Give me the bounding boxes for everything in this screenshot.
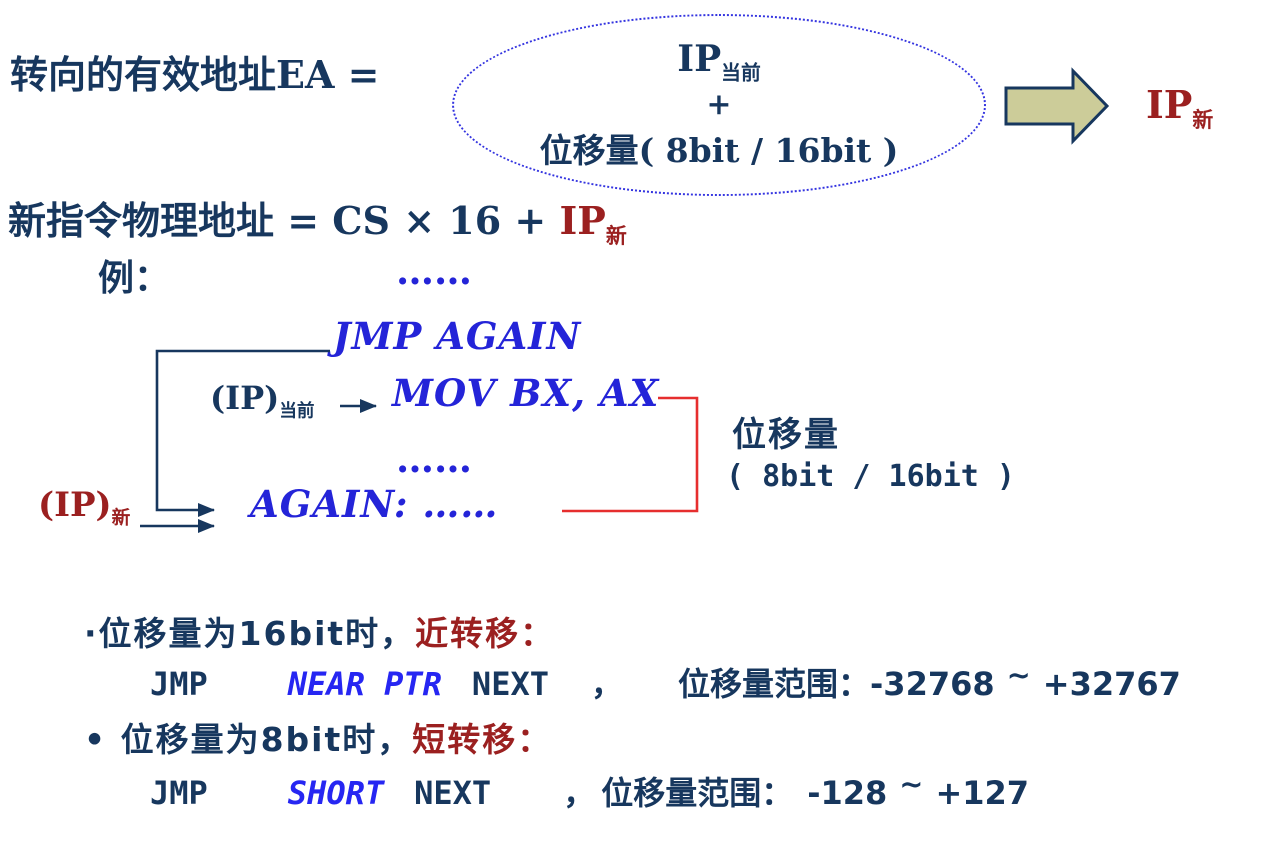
short-mnemonic: JMP bbox=[150, 774, 208, 812]
near-range-to: +32767 bbox=[1042, 665, 1181, 703]
plus-sign: + bbox=[706, 87, 732, 123]
short-operand: NEXT bbox=[414, 774, 492, 812]
ea-formula-label: 转向的有效地址EA = bbox=[10, 52, 380, 97]
note-near-heading: ·位移量为16bit时，近转移： bbox=[84, 614, 556, 653]
note-near-code-line: JMP NEAR PTR NEXT ， 位移量范围：-32768 ~ +32767 bbox=[150, 659, 1181, 703]
ip-new-label: (IP)新 bbox=[38, 485, 131, 529]
near-comma: ， bbox=[590, 665, 623, 703]
ip-new-term: IP新 bbox=[559, 198, 627, 248]
short-range-from: -128 bbox=[807, 774, 888, 812]
near-operand: NEXT bbox=[471, 665, 549, 703]
near-range-tilde: ~ bbox=[1006, 658, 1031, 692]
ellipsis-middle: …… bbox=[396, 436, 472, 481]
displacement-term: 位移量( 8bit / 16bit ) bbox=[539, 131, 899, 171]
ip-new-result: IP新 bbox=[1146, 82, 1214, 132]
short-range-to: +127 bbox=[935, 774, 1030, 812]
short-jump-emphasis: 短转移： bbox=[412, 720, 553, 759]
code-again-label: AGAIN: …… bbox=[250, 482, 499, 526]
displacement-annotation-label: 位移量 bbox=[732, 415, 840, 455]
near-range-from: -32768 bbox=[870, 665, 995, 703]
short-comma: ， bbox=[563, 774, 596, 812]
short-range-label: 位移量范围： bbox=[601, 774, 794, 812]
near-range-label: 位移量范围： bbox=[678, 665, 871, 703]
short-keyword: SHORT bbox=[287, 774, 385, 812]
right-arrow-icon bbox=[1004, 67, 1110, 145]
near-jump-emphasis: 近转移： bbox=[415, 614, 556, 653]
ip-current-label: (IP)当前 bbox=[210, 379, 315, 422]
physical-address-formula: 新指令物理地址 = CS × 16 + IP新 bbox=[8, 198, 627, 248]
near-keyword: NEAR PTR bbox=[287, 665, 442, 703]
sum-ellipse: IP当前 + 位移量( 8bit / 16bit ) bbox=[452, 14, 986, 196]
code-jmp-again: JMP AGAIN bbox=[333, 314, 582, 358]
example-label: 例： bbox=[98, 257, 171, 299]
note-short-code-line: JMP SHORT NEXT ，位移量范围： -128 ~ +127 bbox=[150, 768, 1030, 812]
displacement-annotation-range: ( 8bit / 16bit ) bbox=[726, 459, 1015, 494]
short-range-tilde: ~ bbox=[899, 767, 924, 801]
ip-current-term: IP当前 bbox=[677, 37, 761, 85]
code-mov-bx-ax: MOV BX, AX bbox=[392, 371, 660, 415]
near-mnemonic: JMP bbox=[150, 665, 208, 703]
ellipsis-top: …… bbox=[396, 248, 472, 293]
note-short-heading: • 位移量为8bit时，短转移： bbox=[84, 720, 553, 759]
